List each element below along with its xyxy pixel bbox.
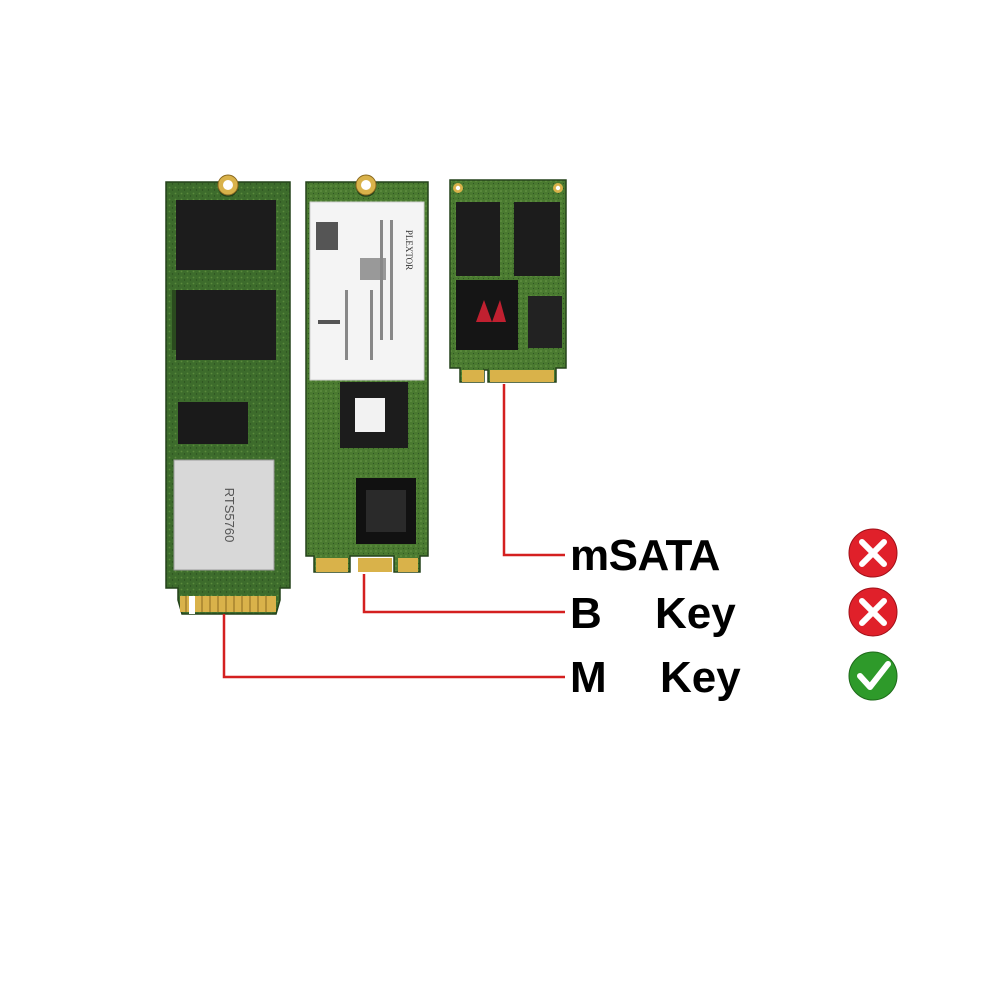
m2-b-key-ssd-card: PLEXTOR — [305, 174, 429, 573]
controller-marking: RTS5760 — [222, 488, 237, 543]
nand-chip — [514, 202, 560, 276]
m2-m-key-ssd-card: RTS5760 — [165, 174, 291, 615]
msata-ssd-card — [449, 179, 567, 383]
m-key-check-icon — [848, 651, 898, 701]
dram-chip — [178, 402, 248, 444]
m-key-letter: M — [570, 653, 607, 702]
leader-lines — [222, 384, 565, 679]
gold-contacts — [490, 370, 554, 382]
nand-chip — [176, 200, 276, 270]
nand-chip — [176, 290, 276, 360]
brand-logo-text: PLEXTOR — [404, 230, 414, 270]
nand-chip — [456, 202, 500, 276]
b-key-cross-icon — [848, 587, 898, 637]
msata-label: mSATA — [570, 531, 720, 580]
b-key-letter: B — [570, 589, 602, 638]
gold-contacts — [462, 370, 484, 382]
gold-contacts — [180, 596, 276, 612]
m-key-leader-line — [222, 614, 565, 679]
m-key-word: Key — [660, 653, 741, 702]
dram-chip — [528, 296, 562, 348]
msata-leader-line — [502, 384, 565, 557]
b-key-word: Key — [655, 589, 736, 638]
gold-contacts — [316, 558, 348, 572]
controller-chip — [173, 459, 275, 571]
msata-cross-icon — [848, 528, 898, 578]
gold-contacts — [398, 558, 418, 572]
b-key-leader-line — [362, 574, 565, 614]
gold-contacts — [358, 558, 392, 572]
